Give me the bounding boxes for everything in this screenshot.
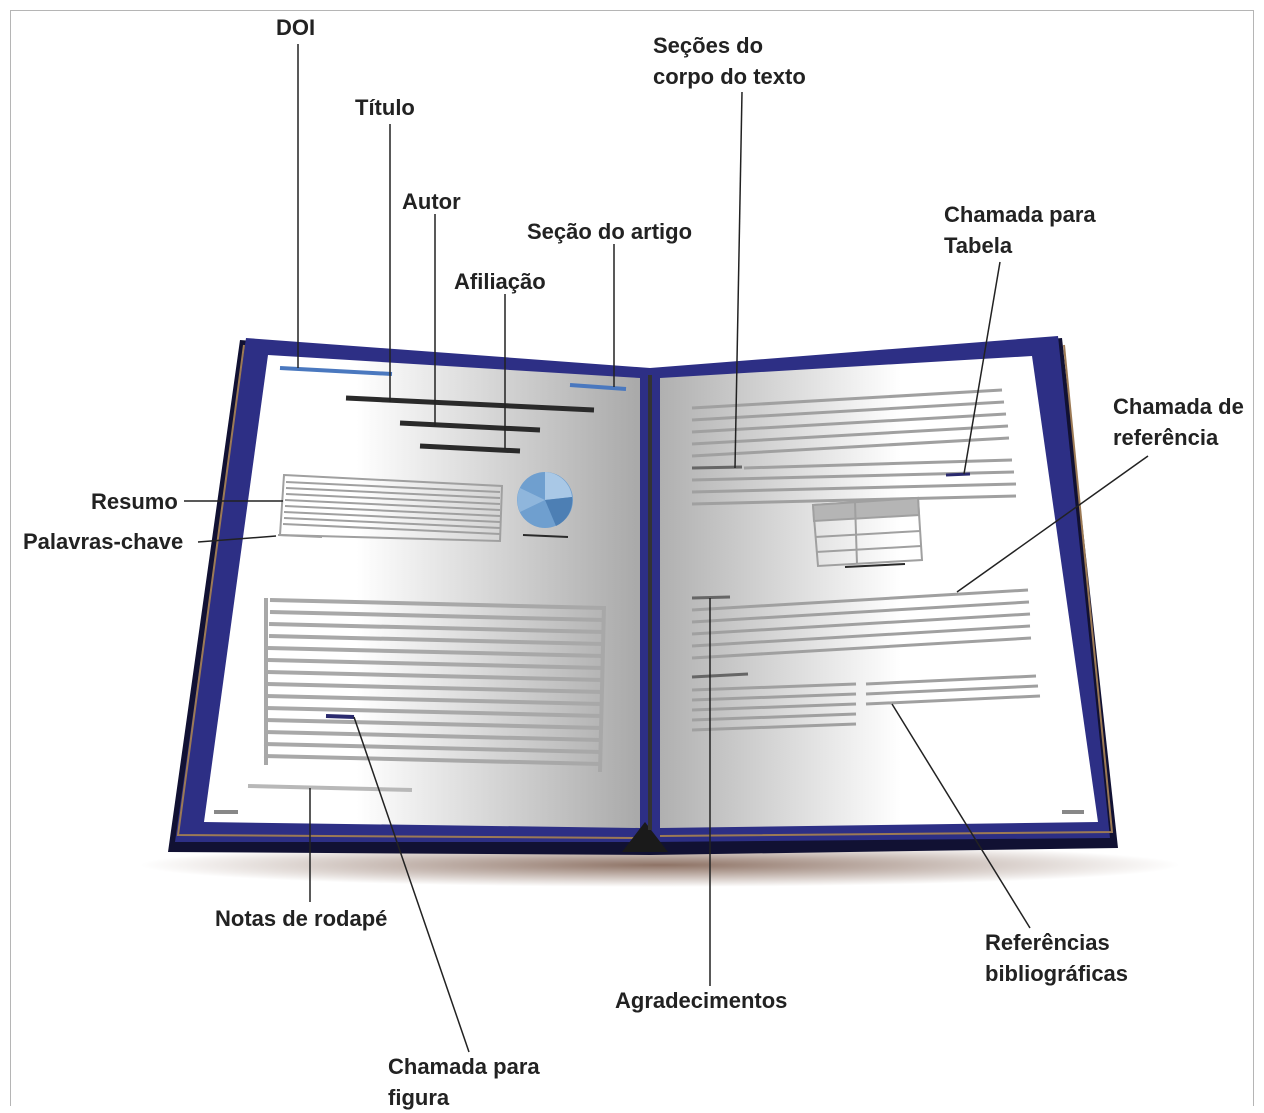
cover-edge-right	[659, 344, 1114, 837]
section-mark	[569, 383, 627, 391]
label-secoes-corpo: Seções do corpo do texto	[653, 33, 806, 89]
book-shadow	[140, 843, 1180, 887]
leader-chamada-referencia	[956, 455, 1149, 593]
leader-secoes-corpo	[734, 91, 743, 469]
leader-referencias	[891, 703, 1031, 929]
keywords-mark	[277, 534, 323, 538]
table-call-mark	[945, 472, 971, 477]
leader-chamada-tabela	[963, 261, 1001, 475]
ack-heading-mark	[691, 595, 731, 600]
affiliation-mark	[419, 443, 521, 454]
label-referencias: Referências bibliográficas	[985, 930, 1129, 986]
leader-palavras-chave	[197, 535, 277, 543]
ref-heading-mark	[691, 672, 749, 679]
leader-chamada-figura	[353, 716, 470, 1053]
footnote-mark	[247, 784, 413, 792]
cover-edge-left	[176, 344, 641, 839]
author-mark	[399, 420, 541, 433]
label-notas-rodape: Notas de rodapé	[215, 906, 388, 931]
figure-frame	[10, 10, 1254, 1106]
label-palavras-chave: Palavras-chave	[23, 529, 184, 554]
label-chamada-figura: Chamada para figura	[388, 1054, 540, 1110]
left-page-content	[214, 366, 627, 814]
section-heading-mark	[691, 465, 743, 470]
label-titulo: Título	[355, 95, 415, 120]
label-autor: Autor	[402, 189, 461, 214]
label-agradecimentos: Agradecimentos	[615, 988, 788, 1013]
label-doi: DOI	[276, 15, 316, 40]
label-resumo: Resumo	[91, 489, 178, 514]
label-afiliacao: Afiliação	[454, 269, 546, 294]
abstract-block	[278, 473, 504, 543]
label-chamada-tabela: Chamada para Tabela	[944, 202, 1096, 258]
right-page	[660, 356, 1098, 828]
table-figure	[811, 496, 924, 568]
pie-figure	[517, 472, 573, 538]
left-body-block	[263, 598, 606, 773]
figure-call-mark	[325, 714, 355, 719]
spine-triangle	[622, 822, 668, 852]
label-chamada-referencia: Chamada de referência	[1113, 394, 1244, 450]
leader-lines	[184, 44, 1149, 1053]
right-page-content	[691, 388, 1084, 814]
doi-mark	[279, 366, 393, 376]
label-secao-artigo: Seção do artigo	[527, 219, 693, 244]
title-mark	[345, 395, 595, 413]
